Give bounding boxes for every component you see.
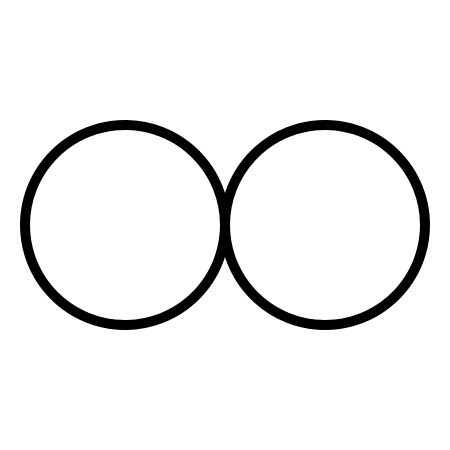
left-circle [20, 120, 230, 330]
right-circle [220, 120, 430, 330]
